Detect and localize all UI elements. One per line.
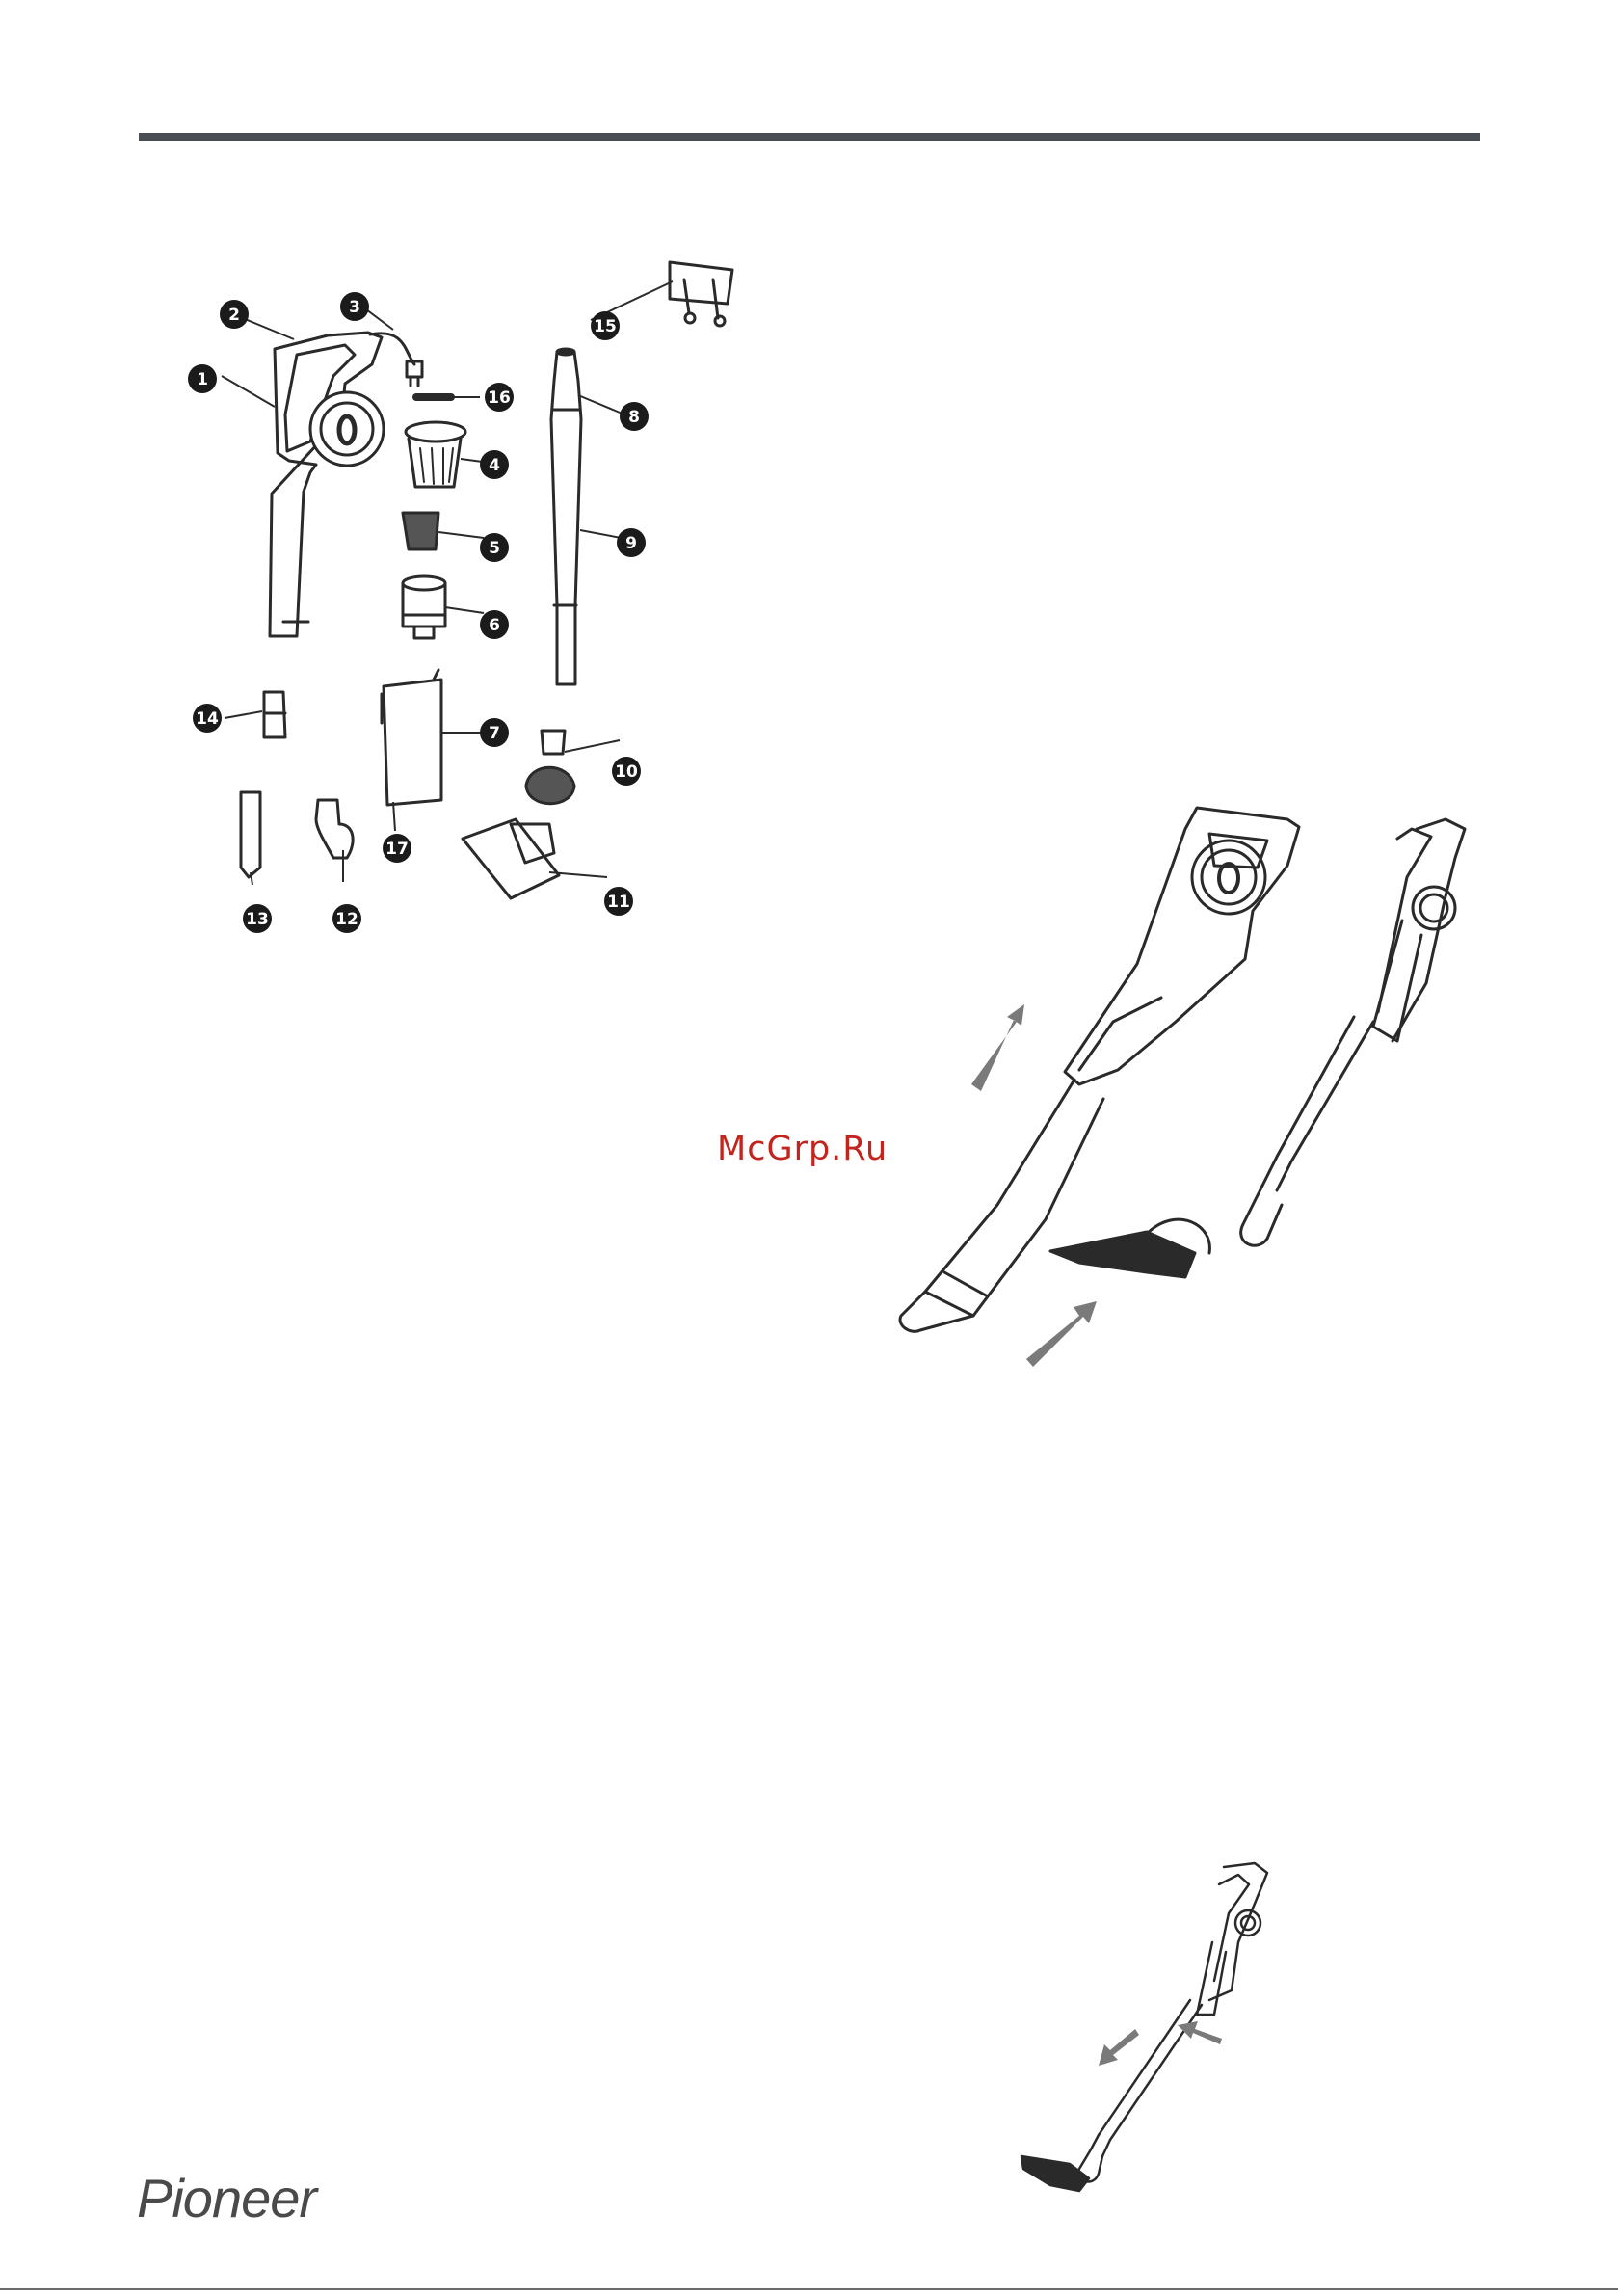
adapter-part: [264, 692, 285, 737]
callout-2: 2: [220, 300, 249, 329]
assembly-illustration: [829, 790, 1523, 1378]
callout-17: 17: [383, 834, 411, 863]
footer-rule: [0, 2288, 1618, 2290]
callout-12: 12: [332, 904, 361, 933]
header-rule: [139, 133, 1480, 141]
brush-nozzle-part: [316, 800, 353, 858]
extension-tube-part: [551, 349, 581, 684]
svg-text:16: 16: [488, 388, 511, 408]
arrow-up-icon: [971, 1004, 1024, 1091]
svg-text:10: 10: [615, 762, 638, 782]
hepa-filter-part: [406, 422, 465, 487]
arrow-left-icon: [1178, 2021, 1222, 2044]
svg-text:14: 14: [196, 709, 219, 729]
crevice-tool-part: [241, 792, 260, 877]
svg-text:13: 13: [246, 910, 269, 929]
callout-6: 6: [480, 610, 509, 639]
callout-9: 9: [617, 528, 646, 557]
arrow-up-right-icon: [1026, 1301, 1097, 1367]
svg-text:11: 11: [607, 893, 630, 912]
pioneer-logo: Pioneer: [137, 2167, 316, 2229]
callout-10: 10: [612, 757, 641, 786]
insert-arrows: [971, 1004, 1097, 1367]
svg-text:2: 2: [228, 306, 240, 325]
cyclone-filter-part: [403, 576, 445, 638]
callout-3: 3: [340, 292, 369, 321]
svg-text:3: 3: [349, 298, 360, 317]
telescopic-tube-illustration: [1002, 1855, 1282, 2203]
floor-brush-part: [463, 819, 559, 898]
callout-14: 14: [193, 704, 222, 733]
assembled-stick-vacuum: [1050, 819, 1465, 1277]
callout-11: 11: [604, 887, 633, 916]
svg-text:5: 5: [489, 539, 500, 558]
watermark: McGrp.Ru: [717, 1130, 888, 1168]
arrow-down-left-icon: [1099, 2029, 1139, 2066]
svg-text:8: 8: [628, 408, 640, 427]
callout-5: 5: [480, 533, 509, 562]
callout-15: 15: [591, 311, 620, 340]
parts-exploded-diagram: 1 2 3 4 5 6 7 8 9 10 11 12 13 14 15 16 1…: [145, 241, 781, 954]
swivel-joint-part: [526, 731, 574, 804]
svg-text:6: 6: [489, 616, 500, 635]
callout-13: 13: [243, 904, 272, 933]
svg-text:15: 15: [594, 317, 617, 336]
svg-text:1: 1: [197, 370, 208, 389]
callout-7: 7: [480, 718, 509, 747]
dust-cup-part: [382, 670, 441, 805]
svg-text:7: 7: [489, 724, 500, 743]
charger-plug-part: [370, 334, 422, 386]
sponge-filter-part: [403, 513, 438, 549]
callout-16: 16: [485, 383, 514, 412]
svg-text:17: 17: [385, 840, 409, 859]
wall-bracket-part: [670, 262, 732, 326]
main-body-part: [270, 333, 384, 636]
svg-text:4: 4: [489, 456, 500, 475]
callout-8: 8: [620, 402, 649, 431]
callout-4: 4: [480, 450, 509, 479]
callout-1: 1: [188, 364, 217, 393]
svg-text:12: 12: [335, 910, 358, 929]
svg-text:9: 9: [625, 534, 637, 553]
